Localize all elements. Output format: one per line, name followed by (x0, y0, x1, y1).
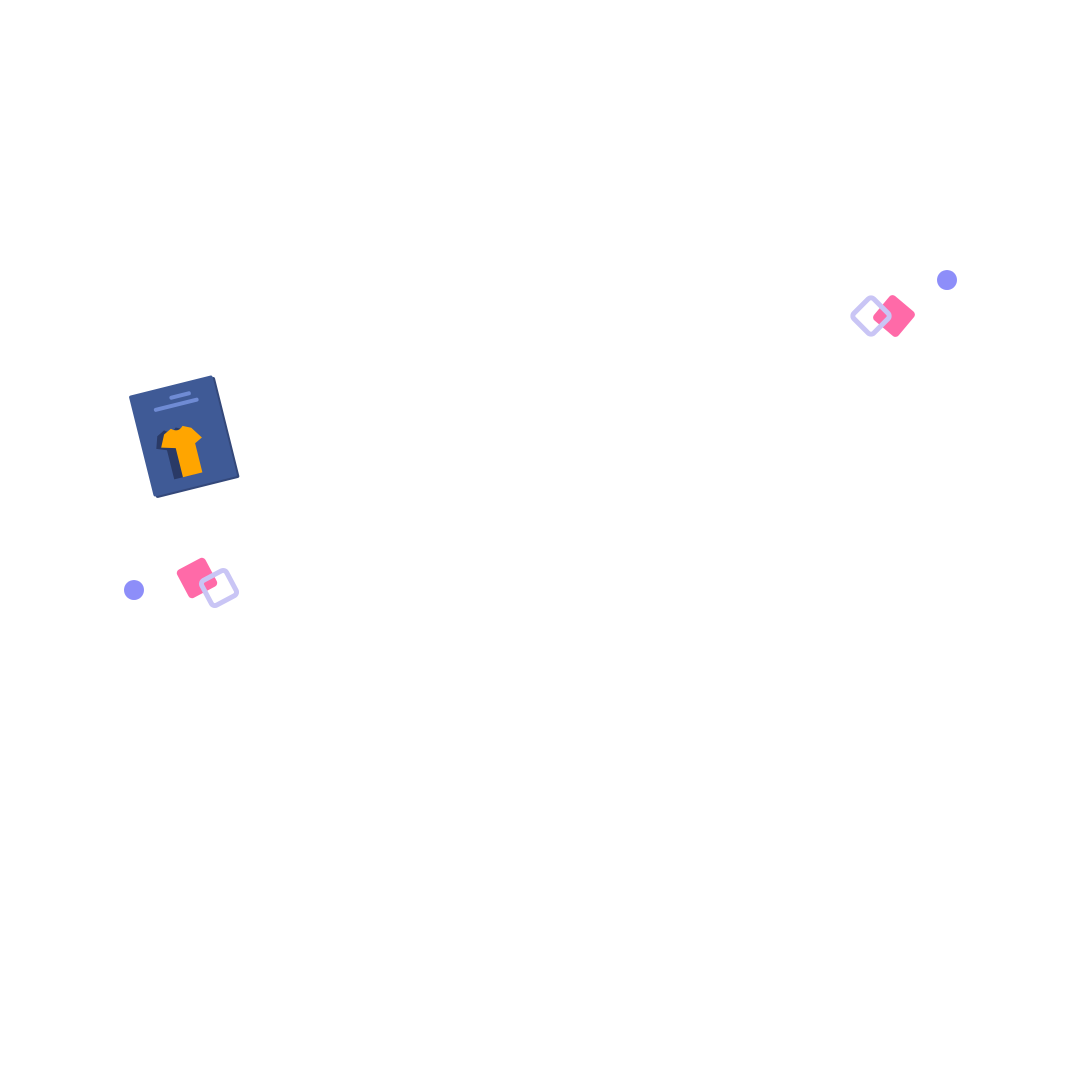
decor-dot (124, 580, 144, 600)
decor-outline-diamond (850, 295, 892, 337)
decor-outline-diamond (198, 567, 240, 609)
decor-cluster-top-right (850, 270, 957, 337)
decor-dot (937, 270, 957, 290)
clothing-catalog-card-icon (129, 375, 240, 498)
decor-filled-diamond (176, 557, 218, 599)
decor-cluster-bottom-left (124, 557, 240, 609)
t-shirt-icon (156, 425, 203, 480)
